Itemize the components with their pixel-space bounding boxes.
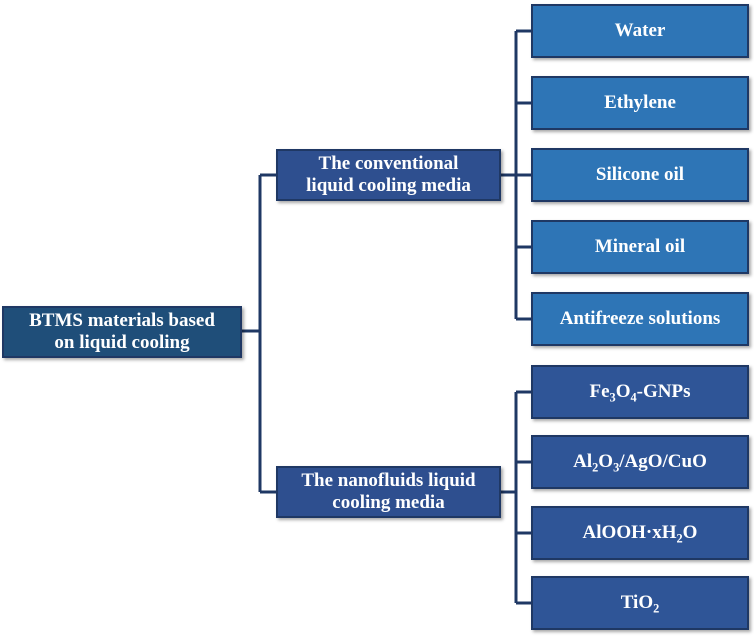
- leaf-tio2: TiO2: [531, 576, 749, 630]
- conventional-media-line1: The conventional: [318, 153, 459, 175]
- leaf-ethylene: Ethylene: [531, 76, 749, 130]
- leaf-antifreeze-solutions-label: Antifreeze solutions: [559, 308, 721, 330]
- root-node-line2: on liquid cooling: [54, 332, 190, 353]
- leaf-mineral-oil-label: Mineral oil: [594, 236, 686, 258]
- leaf-water-label: Water: [614, 20, 666, 42]
- nanofluids-media-line2: cooling media: [332, 492, 445, 513]
- nanofluids-media-node: The nanofluids liquid cooling media: [276, 466, 501, 518]
- leaf-fe3o4-gnps: Fe3O4-GNPs: [531, 365, 749, 419]
- leaf-al2o3-ago-cuo-label: Al2O3/AgO/CuO: [573, 451, 707, 475]
- leaf-mineral-oil: Mineral oil: [531, 220, 749, 274]
- leaf-silicone-oil: Silicone oil: [531, 148, 749, 202]
- leaf-antifreeze-solutions: Antifreeze solutions: [531, 292, 749, 346]
- leaf-alooh-xh2o-label: AlOOH·xH2O: [582, 522, 698, 546]
- leaf-alooh-xh2o: AlOOH·xH2O: [531, 506, 749, 560]
- leaf-al2o3-ago-cuo: Al2O3/AgO/CuO: [531, 435, 749, 489]
- leaf-tio2-label: TiO2: [620, 592, 660, 616]
- leaf-fe3o4-gnps-label: Fe3O4-GNPs: [589, 381, 691, 405]
- conventional-media-line2: liquid cooling media: [306, 175, 471, 196]
- leaf-ethylene-label: Ethylene: [604, 92, 676, 114]
- root-node: BTMS materials based on liquid cooling: [2, 306, 242, 358]
- nanofluids-media-line1: The nanofluids liquid: [301, 470, 476, 492]
- leaf-water: Water: [531, 4, 749, 58]
- leaf-silicone-oil-label: Silicone oil: [595, 164, 685, 186]
- root-node-line1: BTMS materials based: [29, 310, 215, 332]
- conventional-media-node: The conventional liquid cooling media: [276, 149, 501, 201]
